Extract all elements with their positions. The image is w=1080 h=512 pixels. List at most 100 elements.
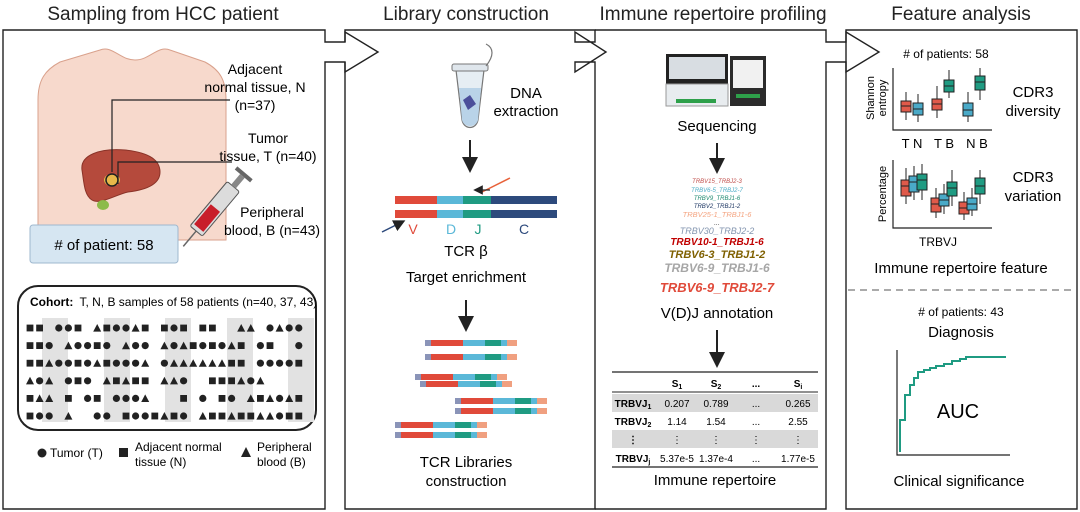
syringe-icon	[182, 166, 253, 247]
cohort-normal-symbol	[74, 324, 82, 332]
cohort-tumor-symbol	[112, 359, 120, 367]
cohort-blood-symbol	[45, 376, 54, 385]
library-fragment-segment	[455, 408, 461, 414]
library-fragment-segment	[531, 398, 537, 404]
library-fragment-segment	[493, 398, 515, 404]
cohort-tumor-symbol	[295, 342, 303, 350]
cohort-normal-symbol	[218, 395, 226, 402]
library-fragment-segment	[477, 432, 487, 438]
vdj-gene-label: TRBV10-1_TRBJ1-6	[670, 237, 764, 248]
tcr-library-fragments	[395, 340, 547, 438]
cohort-blood-symbol	[218, 359, 226, 367]
cohort-normal-symbol	[295, 359, 303, 367]
cdr3-variation-label-1: CDR3	[1013, 169, 1054, 186]
cohort-normal-symbol	[209, 342, 216, 349]
table-cell: ⋮	[751, 435, 761, 446]
cohort-normal-symbol	[237, 359, 245, 367]
cohort-tumor-symbol	[276, 412, 284, 420]
diversity-boxplots	[900, 68, 986, 122]
cohort-normal-symbol	[36, 359, 43, 367]
cohort-blood-symbol	[285, 394, 294, 402]
legend-blood-text-2: blood (B)	[257, 455, 306, 469]
trbvj-xlabel: TRBVJ	[919, 235, 957, 249]
library-fragment-segment	[493, 408, 515, 414]
cohort-blood-symbol	[64, 412, 73, 420]
table-cell: 0.265	[785, 399, 810, 410]
variation-boxplots	[900, 164, 986, 220]
clinical-significance-label: Clinical significance	[894, 473, 1025, 490]
library-fragment-segment	[463, 354, 485, 360]
library-fragment-segment	[425, 340, 431, 346]
cohort-tumor-symbol	[228, 394, 236, 402]
cohort-blood-symbol	[237, 376, 246, 385]
table-cell: ...	[752, 399, 760, 410]
library-fragment-segment	[477, 422, 487, 428]
cohort-tumor-symbol	[45, 412, 53, 420]
cohort-blood-symbol	[160, 412, 169, 420]
cohort-tumor-symbol	[84, 359, 92, 367]
cohort-normal-symbol	[74, 377, 82, 385]
panel-title-library: Library construction	[383, 4, 549, 25]
cohort-tumor-symbol	[55, 324, 63, 332]
cohort-normal-symbol	[228, 359, 235, 367]
table-cell: 5.37e-5	[660, 454, 694, 465]
table-header-sub: 1	[678, 384, 682, 391]
cohort-tumor-symbol	[93, 412, 101, 420]
library-fragment-segment	[471, 422, 477, 428]
cohort-tumor-symbol	[132, 394, 140, 402]
cohort-tumor-symbol	[160, 359, 168, 367]
cohort-tumor-symbol	[112, 324, 120, 332]
library-fragment-segment	[433, 422, 455, 428]
cohort-tumor-symbol	[170, 342, 178, 350]
primer-forward	[381, 220, 406, 233]
table-row-label: ⋮	[628, 435, 638, 446]
immune-repertoire-label: Immune repertoire	[654, 472, 777, 489]
tcr-beta-label: TCR β	[444, 243, 488, 260]
cohort-normal-symbol	[257, 395, 264, 402]
vdj-annotation-label: V(D)J annotation	[661, 305, 774, 322]
cohort-normal-symbol	[209, 377, 216, 385]
cohort-tumor-symbol	[64, 324, 72, 332]
legend-blood-symbol	[241, 447, 251, 457]
cohort-tumor-symbol	[276, 394, 284, 402]
cohort-blood-symbol	[246, 324, 255, 332]
cohort-blood-symbol	[275, 324, 284, 332]
table-row-label: TRBVJ1	[615, 399, 652, 411]
normal-tissue-label-2: normal tissue, N	[204, 79, 305, 95]
library-fragment-segment	[425, 354, 431, 360]
cohort-normal-symbol	[132, 377, 139, 385]
cohort-normal-symbol	[36, 324, 43, 332]
cohort-normal-symbol	[122, 412, 130, 420]
normal-tissue-label-3: (n=37)	[235, 97, 276, 113]
cohort-blood-symbol	[179, 359, 188, 367]
table-cell: ⋮	[711, 435, 721, 446]
library-fragment-segment	[461, 408, 493, 414]
segment-c-label: C	[519, 221, 529, 237]
cohort-normal-symbol	[151, 412, 159, 420]
cohort-tumor-symbol	[218, 342, 226, 350]
vdj-gene-label: TRBV30_TRBJ2-2	[680, 226, 755, 236]
roc-curve	[899, 356, 1006, 452]
table-cell: 1.77e-5	[781, 454, 815, 465]
table-row-label: TRBVJ2	[615, 417, 652, 429]
shannon-ylabel-2: entropy	[877, 79, 889, 116]
library-fragment-segment	[496, 381, 502, 387]
cohort-normal-symbol	[161, 324, 168, 332]
legend-normal-text-2: tissue (N)	[135, 455, 186, 469]
cohort-blood-symbol	[131, 324, 140, 332]
segment-j-label: J	[475, 221, 482, 237]
cohort-normal-symbol	[199, 324, 207, 332]
legend-tumor-text: Tumor (T)	[50, 446, 103, 460]
cohort-normal-symbol	[237, 342, 245, 349]
table-header: S1	[672, 379, 683, 391]
patient-body-illustration	[37, 48, 227, 241]
cohort-blood-symbol	[227, 341, 236, 350]
repertoire-feature-label: Immune repertoire feature	[874, 260, 1047, 277]
cohort-normal-symbol	[295, 412, 303, 420]
cohort-blood-symbol	[208, 359, 217, 367]
library-fragment-segment	[507, 340, 517, 346]
table-cell: ⋮	[793, 435, 803, 446]
